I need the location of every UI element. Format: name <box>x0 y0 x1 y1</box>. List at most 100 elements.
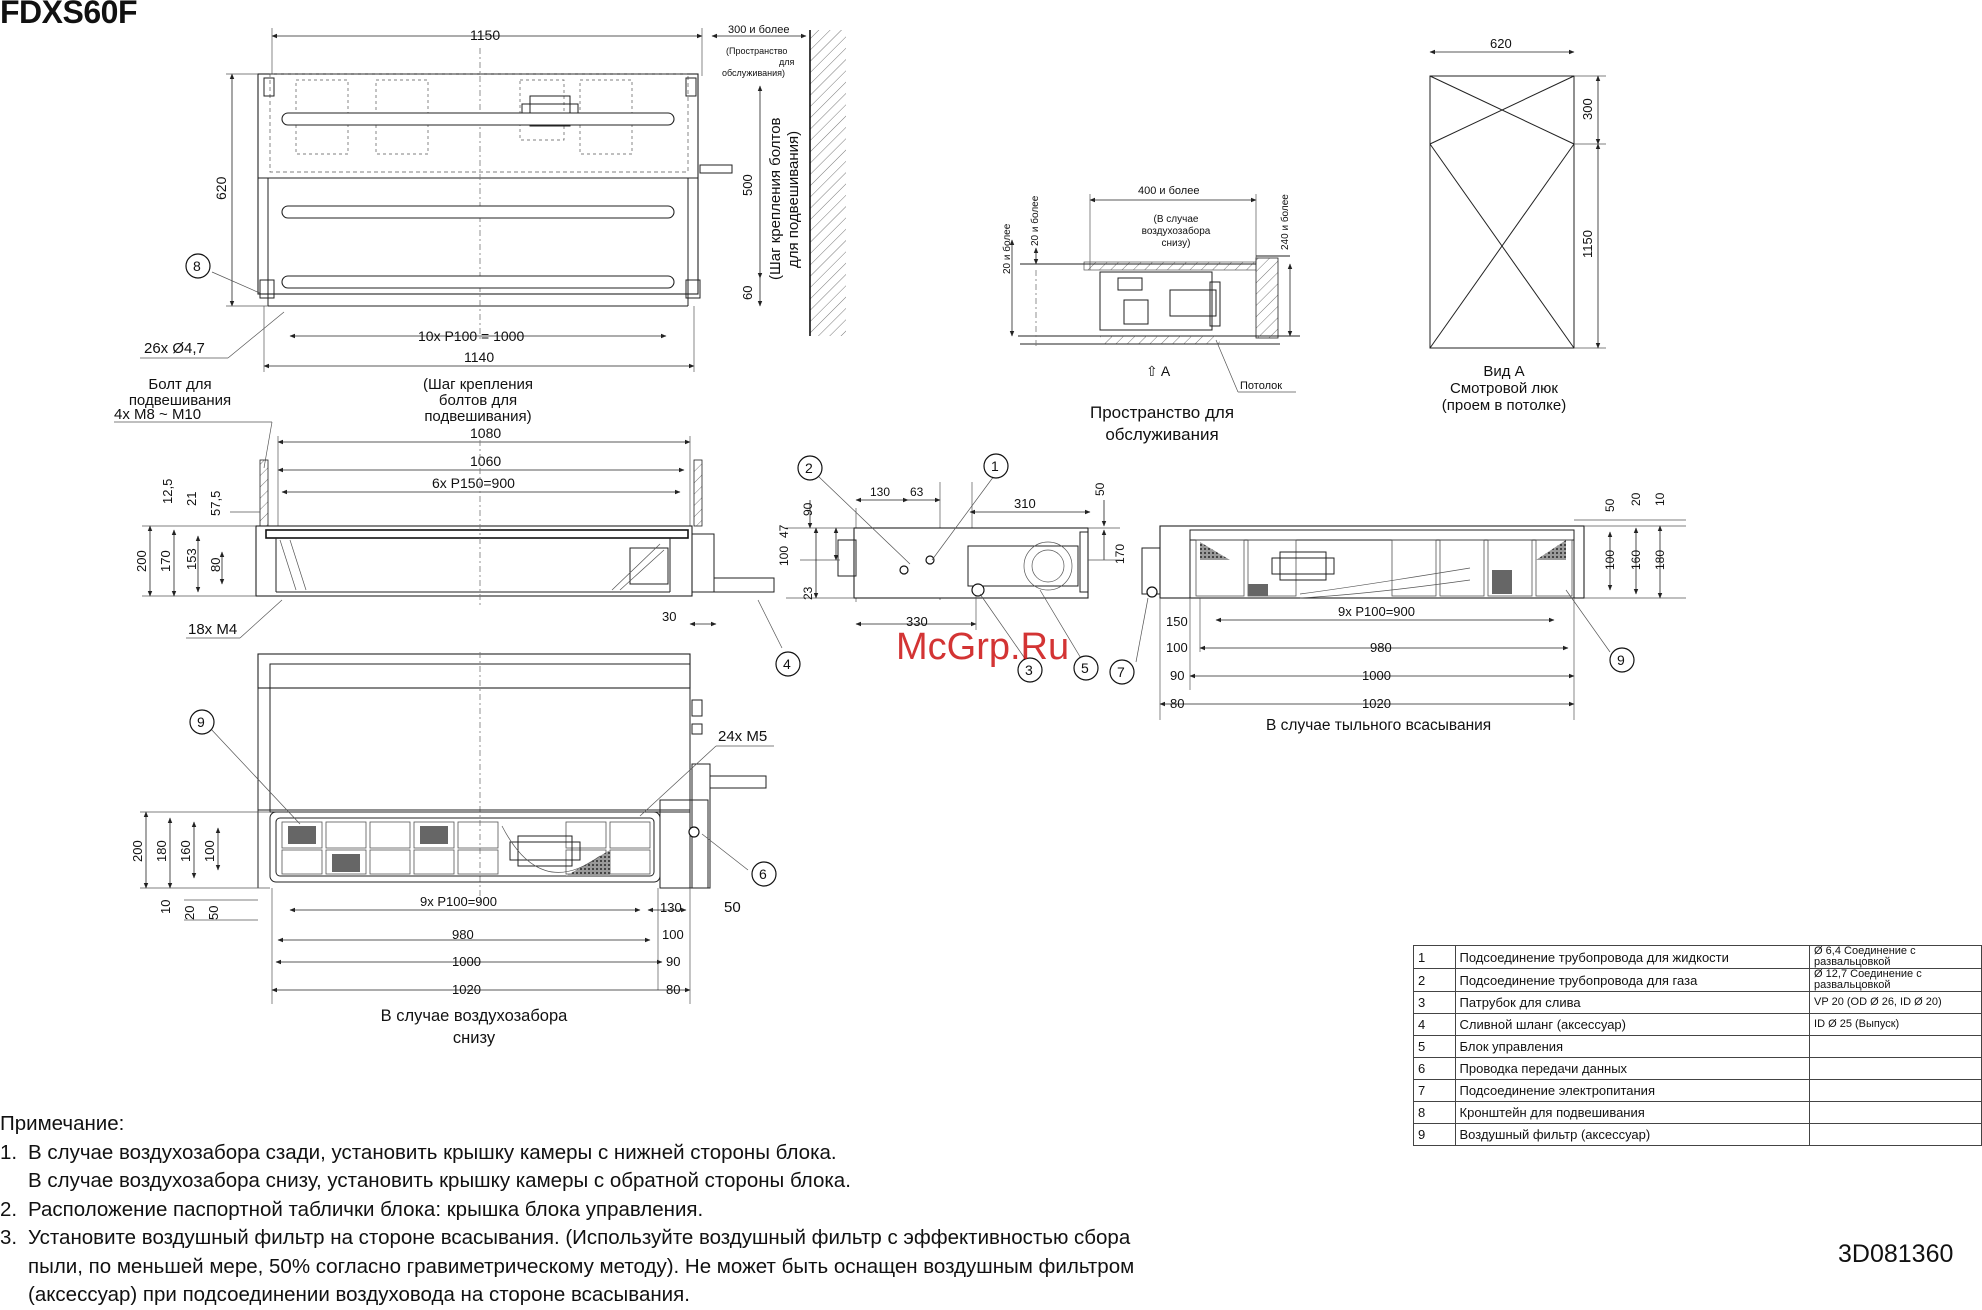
note-text: Установите воздушный фильтр на стороне в… <box>28 1226 1131 1249</box>
note-line: В случае воздухозабора снизу, установить… <box>0 1167 1380 1196</box>
svg-text:9: 9 <box>197 714 205 730</box>
dim-620: 620 <box>213 176 229 200</box>
callout-2: 2 <box>797 455 823 481</box>
part-description: Подсоединение электропитания <box>1454 1079 1811 1102</box>
rear-dim-90: 90 <box>1170 668 1184 683</box>
front-dim-80: 80 <box>208 558 223 572</box>
svc-ceiling: Потолок <box>1240 380 1282 392</box>
side-100: 100 <box>777 546 791 566</box>
part-spec: Ø 6,4 Соединение с развальцовкой <box>1809 945 1982 969</box>
callout-1: 1 <box>983 453 1009 479</box>
svg-text:2: 2 <box>805 460 813 476</box>
note-text: пыли, по меньшей мере, 50% согласно грав… <box>28 1254 1135 1278</box>
note-text: (аксессуар) при подсоединении воздуховод… <box>28 1283 690 1306</box>
bottom-dim-160: 160 <box>178 840 193 862</box>
note-line: 2.Расположение паспортной таблички блока… <box>0 1196 1380 1225</box>
bottom-dim-100: 100 <box>202 840 217 862</box>
callout-9-bottom: 9 <box>189 709 215 735</box>
svg-text:3: 3 <box>1025 662 1033 678</box>
svg-text:6: 6 <box>759 866 767 882</box>
part-number: 1 <box>1413 945 1456 969</box>
rear-dim-160: 160 <box>1629 550 1643 570</box>
side-310: 310 <box>1014 496 1036 511</box>
note-line: (аксессуар) при подсоединении воздуховод… <box>0 1281 1380 1310</box>
dim-30: 30 <box>662 609 676 624</box>
rear-dim-20: 20 <box>1629 492 1643 506</box>
wall-hatch <box>810 30 846 336</box>
bolt-pitch-note: (Шаг крепления болтовдля подвешивания) <box>767 117 802 280</box>
bottom-dim-50r: 50 <box>724 899 741 916</box>
part-description: Блок управления <box>1454 1035 1811 1058</box>
part-description: Подсоединение трубопровода для жидкости <box>1454 945 1811 969</box>
front-dim-21: 21 <box>184 492 199 506</box>
front-dim-200: 200 <box>134 550 149 572</box>
bottom-dim-130: 130 <box>660 900 682 915</box>
part-number: 6 <box>1413 1057 1456 1080</box>
note-number: 2. <box>0 1197 18 1221</box>
svc-240: 240 и более <box>1279 194 1291 250</box>
bottom-dim-1020: 1020 <box>452 982 481 997</box>
callout-4: 4 <box>775 651 801 677</box>
screws-18x: 18x M4 <box>188 621 237 638</box>
svc-20b: 20 и более <box>1029 195 1041 246</box>
part-number: 3 <box>1413 991 1456 1014</box>
dim-1150: 1150 <box>470 27 500 43</box>
rear-dim-180: 180 <box>1653 550 1667 570</box>
part-number: 5 <box>1413 1035 1456 1058</box>
screws-24x: 24x M5 <box>718 728 767 745</box>
note-number: 3. <box>0 1226 18 1249</box>
front-dim-12-5: 12,5 <box>160 479 175 504</box>
notes-heading: Примечание: <box>0 1112 125 1135</box>
side-130: 130 <box>870 485 890 499</box>
rear-caption: В случае тыльного всасывания <box>1266 717 1491 734</box>
bottom-pitch-9x: 9x P100=900 <box>420 894 497 909</box>
bottom-view: 200 180 160 100 10 20 50 9x P100=900 130… <box>130 652 774 1047</box>
part-description: Патрубок для слива <box>1454 991 1811 1014</box>
note-number: 1. <box>0 1140 18 1164</box>
rear-dim-150: 150 <box>1166 614 1188 629</box>
side-330: 330 <box>906 614 928 629</box>
part-number: 2 <box>1413 968 1456 992</box>
svg-text:7: 7 <box>1117 664 1125 680</box>
side-170: 170 <box>1113 544 1127 564</box>
rear-dim-100: 100 <box>1603 550 1617 570</box>
callout-8: 8 <box>185 253 211 279</box>
part-spec <box>1809 1101 1982 1124</box>
holes-26x: 26x Ø4,7 <box>144 340 205 357</box>
part-description: Кронштейн для подвешивания <box>1454 1101 1811 1124</box>
side-63: 63 <box>910 485 924 499</box>
dim-1080: 1080 <box>470 425 501 441</box>
doc-code: 3D081360 <box>1838 1240 1954 1268</box>
rear-dim-100: 100 <box>1166 640 1188 655</box>
rear-pitch-9x: 9x P100=900 <box>1338 604 1415 619</box>
rear-dim-980: 980 <box>1370 640 1392 655</box>
bottom-dim-80: 80 <box>666 982 680 997</box>
part-description: Подсоединение трубопровода для газа <box>1454 968 1811 992</box>
callout-9-rear: 9 <box>1609 647 1635 673</box>
service-space-300: 300 и более <box>728 24 789 36</box>
front-dim-57-5: 57,5 <box>208 491 223 516</box>
bottom-dim-50: 50 <box>206 906 221 920</box>
part-description: Сливной шланг (аксессуар) <box>1454 1013 1811 1036</box>
front-dim-170: 170 <box>158 550 173 572</box>
side-view: 130 63 310 50 170 90 100 47 23 330 <box>777 475 1127 661</box>
bolt-size: 4x M8 ~ M10 <box>114 406 201 423</box>
side-90: 90 <box>801 502 815 516</box>
part-spec: Ø 12,7 Соединение с развальцовкой <box>1809 968 1982 992</box>
callout-6: 6 <box>751 861 777 887</box>
part-number: 4 <box>1413 1013 1456 1036</box>
note-text: В случае воздухозабора снизу, установить… <box>28 1169 851 1192</box>
rear-dim-1020: 1020 <box>1362 696 1391 711</box>
dim-1060: 1060 <box>470 453 501 469</box>
